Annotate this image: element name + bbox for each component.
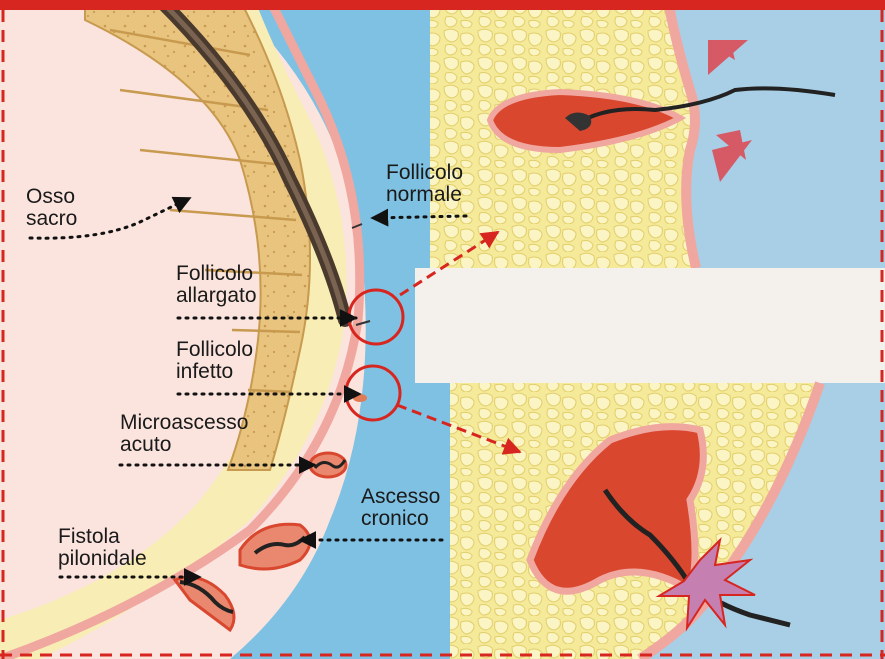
top-frame-bar (0, 0, 885, 10)
inset-separator-band (415, 268, 885, 383)
inset-normal-follicle (430, 0, 885, 268)
inset-infected-follicle (450, 383, 885, 659)
